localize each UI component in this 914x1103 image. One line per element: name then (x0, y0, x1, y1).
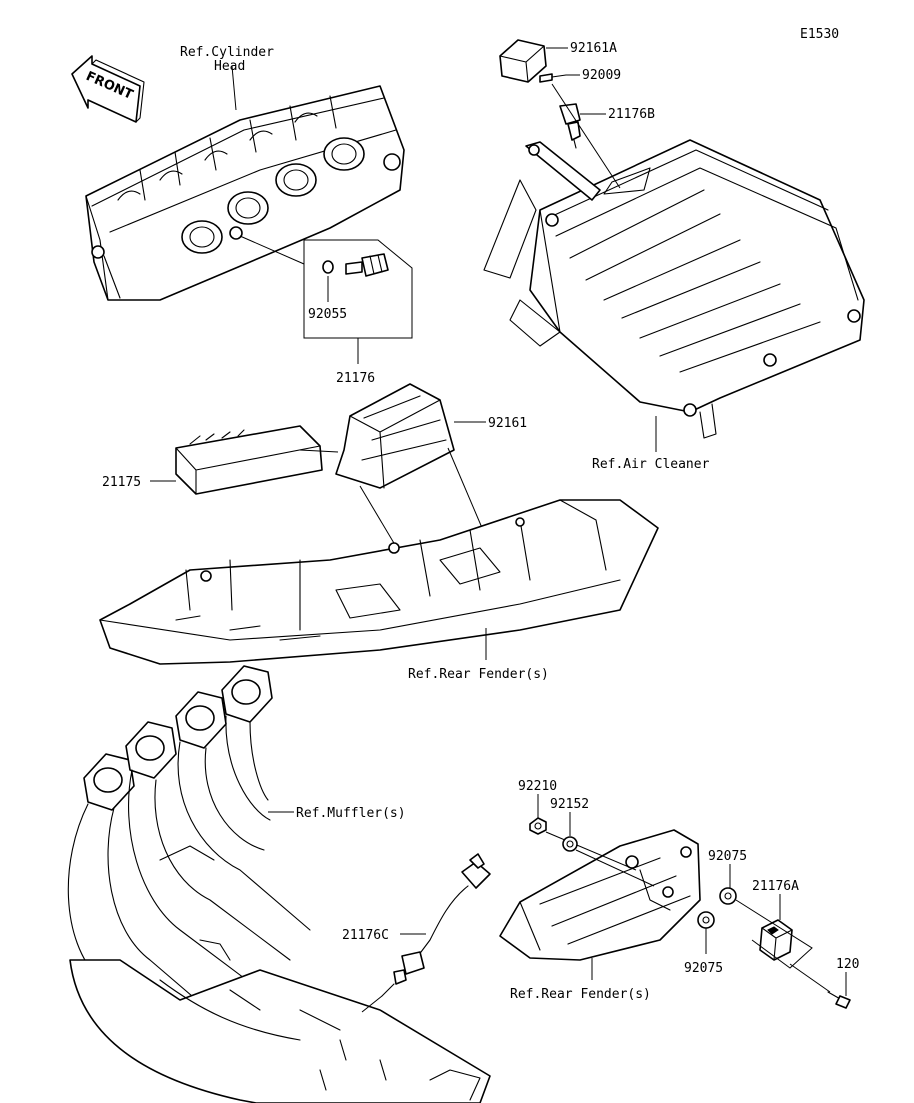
part-92152-label: 92152 (550, 797, 589, 812)
nut-92210 (529, 817, 547, 835)
part-92161-label: 92161 (488, 416, 527, 431)
part-21176A-label: 21176A (752, 879, 799, 894)
part-21176-label: 21176 (336, 371, 375, 386)
part-92075-lower-label: 92075 (684, 961, 723, 976)
ref-rear-fender-lower-label: Ref.Rear Fender(s) (510, 987, 651, 1002)
collar-92152 (562, 836, 578, 852)
cylinder-head (85, 85, 405, 301)
part-92210-label: 92210 (518, 779, 557, 794)
bolt-120 (827, 991, 851, 1009)
front-direction-arrow-icon: FRONT (71, 55, 145, 123)
part-92055-label: 92055 (308, 307, 347, 322)
sensor-21176 (345, 253, 389, 277)
rear-fender-lower (499, 829, 701, 961)
diagram-id: E1530 (800, 27, 839, 42)
sensor-21176B (559, 103, 581, 149)
ref-cylinder-head-label-2: Head (214, 59, 245, 74)
ecu-21175 (175, 425, 323, 495)
oxygen-sensor-21176C (381, 853, 491, 997)
ref-air-cleaner-label: Ref.Air Cleaner (592, 457, 710, 472)
washer-92055 (322, 260, 334, 274)
exhaust-header (67, 665, 491, 1103)
part-92009-label: 92009 (582, 68, 621, 83)
rear-fender-upper (99, 499, 659, 665)
part-21176B-label: 21176B (608, 107, 655, 122)
sensor-21176A (759, 919, 793, 961)
grommet-92075-lower (697, 911, 715, 929)
part-92161A-label: 92161A (570, 41, 617, 56)
part-92075-upper-label: 92075 (708, 849, 747, 864)
rubber-92161 (335, 383, 455, 489)
grommet-92075-upper (719, 887, 737, 905)
part-120-label: 120 (836, 957, 859, 972)
part-21176C-label: 21176C (342, 928, 389, 943)
screw-92009 (539, 73, 567, 83)
ref-rear-fender-upper-label: Ref.Rear Fender(s) (408, 667, 549, 682)
rubber-92161A (499, 39, 547, 83)
ref-cylinder-head-label: Ref.Cylinder (180, 45, 274, 60)
ref-muffler-label: Ref.Muffler(s) (296, 806, 406, 821)
part-21175-label: 21175 (102, 475, 141, 490)
air-cleaner (483, 139, 865, 439)
